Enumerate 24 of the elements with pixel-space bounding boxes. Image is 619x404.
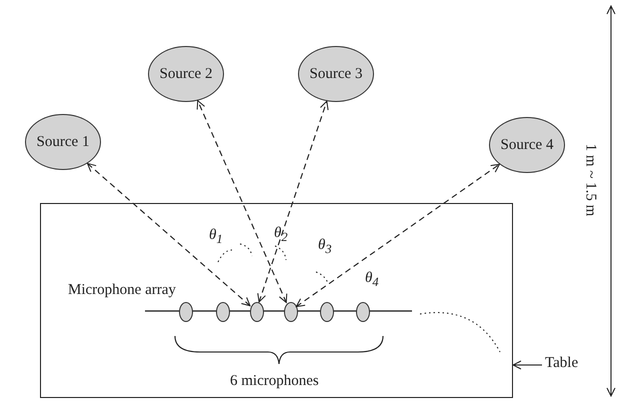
- source-label: Source 4: [500, 136, 554, 154]
- angle-label: θ$_{2}$: [274, 225, 288, 245]
- angle-label: θ$_{3}$: [318, 237, 332, 257]
- microphone: [216, 302, 230, 322]
- source-label: Source 2: [160, 66, 212, 82]
- microphone: [356, 302, 370, 322]
- callout-text: Table: [545, 355, 595, 375]
- array-label: Microphone array: [68, 282, 176, 299]
- arrow: [257, 100, 329, 302]
- source-label: Source 1: [36, 134, 90, 150]
- table-outline: [40, 203, 513, 398]
- angle-label: θ$_{1}$: [209, 227, 223, 247]
- dimension-label: 1 m ~ 1.5 m: [582, 144, 598, 216]
- microphone: [179, 302, 193, 322]
- arrow: [296, 164, 500, 308]
- arrow: [196, 100, 288, 304]
- angle-label: θ$_{4}$: [365, 270, 379, 290]
- microphone: [250, 302, 264, 322]
- arrow: [86, 162, 251, 306]
- microphone: [320, 302, 334, 322]
- source-label: Source 3: [310, 66, 362, 82]
- arrow: [512, 360, 542, 370]
- count-label: 6 microphones: [230, 373, 319, 390]
- microphone: [284, 302, 298, 322]
